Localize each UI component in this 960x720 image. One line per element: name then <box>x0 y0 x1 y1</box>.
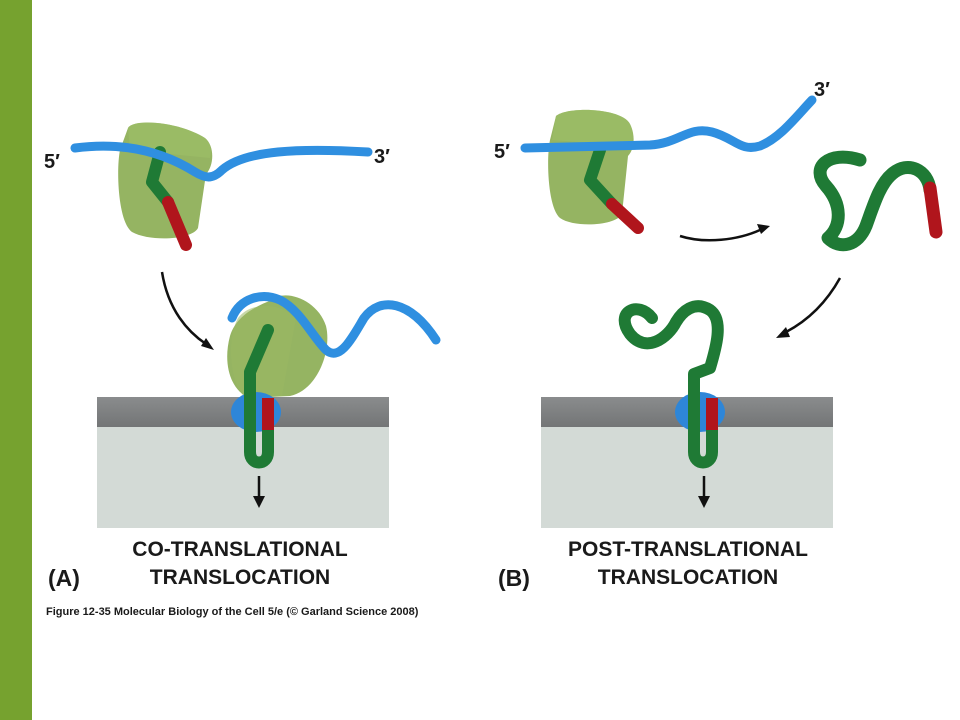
panel-b-targeting-arrow <box>776 277 842 338</box>
side-accent-bar <box>0 0 32 720</box>
panel-b-peptide-top <box>584 144 618 210</box>
panel-b-letter: (B) <box>498 565 530 591</box>
panel-a-5prime-label: 5′ <box>44 151 60 173</box>
panel-b-release-arrow <box>679 224 770 242</box>
panel-a-title-line1: CO-TRANSLATIONAL <box>132 538 348 561</box>
panel-b-down-arrow <box>698 476 710 508</box>
panel-a-peptide-bound <box>244 324 274 469</box>
figure-caption: Figure 12-35 Molecular Biology of the Ce… <box>46 606 419 618</box>
panel-b-title-line1: POST-TRANSLATIONAL <box>568 538 808 561</box>
panel-a-mrna-top <box>70 141 373 182</box>
panel-a-peptide-top <box>146 146 174 208</box>
panel-a-signal-sequence-top <box>162 196 192 251</box>
panel-a-process-arrow <box>160 271 214 350</box>
panel-a-down-arrow <box>253 476 265 508</box>
panel-a-ribosome-top <box>118 122 213 239</box>
panel-b-er-lumen <box>541 427 833 528</box>
panel-a-letter: (A) <box>48 565 80 591</box>
panel-a-title-line2: TRANSLOCATION <box>150 566 330 589</box>
panel-b-bound-peptide <box>618 300 724 469</box>
panel-a-er-lumen <box>97 427 389 528</box>
panel-a-mrna-bound <box>227 292 441 358</box>
panel-b-free-signal-sequence <box>923 181 943 239</box>
panel-a-3prime-label: 3′ <box>374 146 390 168</box>
panel-b-signal-sequence-top <box>606 198 644 234</box>
panel-b-5prime-label: 5′ <box>494 141 510 163</box>
panel-b-mrna <box>520 95 817 153</box>
panel-b: 5′ 3′ POST-TRANSLATIONAL TRANSL <box>494 79 943 591</box>
panel-b-title-line2: TRANSLOCATION <box>598 566 778 589</box>
panel-b-3prime-label: 3′ <box>814 79 830 101</box>
panel-b-free-peptide <box>813 150 937 252</box>
panel-a: 5′ 3′ CO-TRANSLATIONAL <box>44 122 441 591</box>
panel-a-ribosome-bound <box>227 295 328 398</box>
